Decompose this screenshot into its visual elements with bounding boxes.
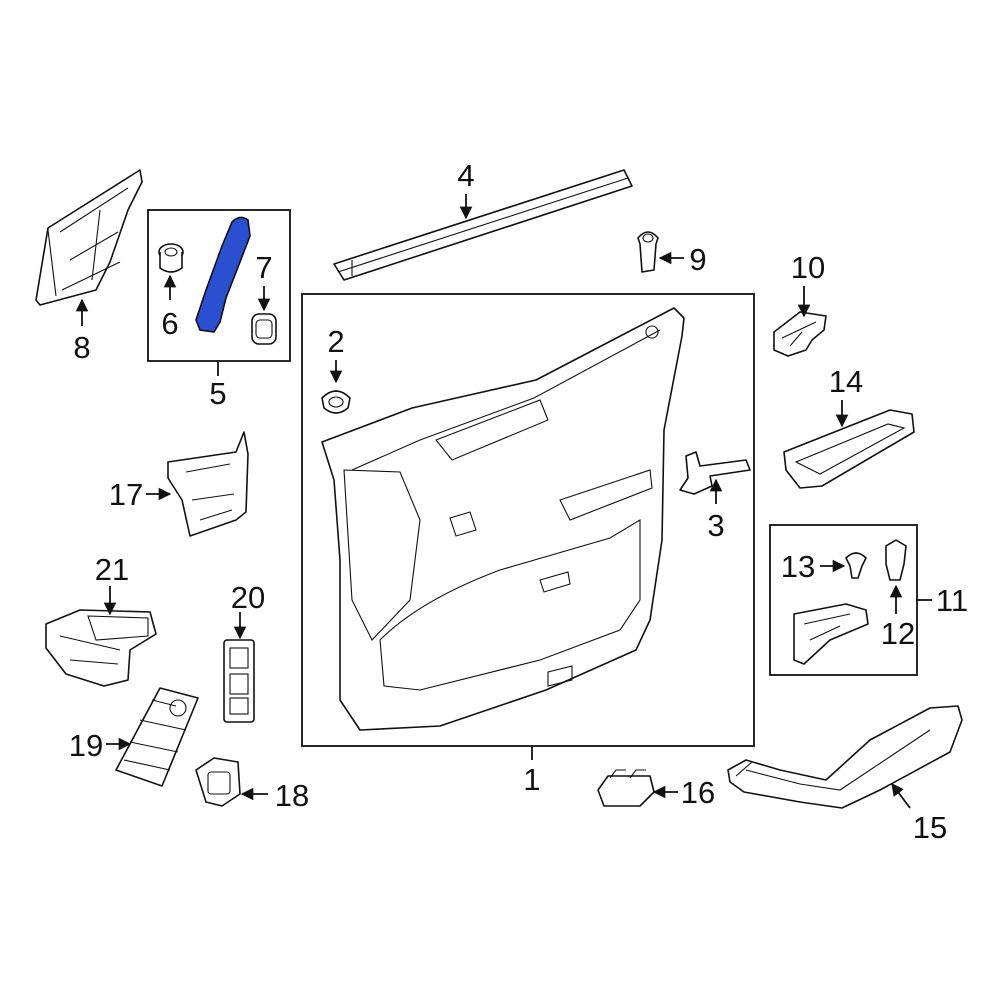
callout-4: 4 bbox=[457, 158, 474, 193]
callout-21: 21 bbox=[95, 552, 129, 587]
part-11-handle-cover[interactable] bbox=[793, 603, 869, 665]
callout-15: 15 bbox=[913, 810, 947, 845]
part-1-door-panel[interactable] bbox=[321, 307, 685, 731]
part-9-bolt[interactable] bbox=[637, 231, 659, 273]
callout-8: 8 bbox=[73, 330, 90, 365]
leader-15 bbox=[891, 782, 911, 809]
part-17-shield[interactable] bbox=[167, 431, 249, 537]
callout-9: 9 bbox=[689, 242, 706, 277]
part-13-screw[interactable] bbox=[845, 552, 867, 579]
part-18-single-switch[interactable] bbox=[195, 757, 241, 807]
callout-1: 1 bbox=[523, 762, 540, 797]
part-15-armrest[interactable] bbox=[727, 705, 963, 809]
part-5-pillar-trim-highlighted[interactable] bbox=[195, 216, 251, 333]
part-6-clip[interactable] bbox=[158, 243, 184, 273]
callout-12: 12 bbox=[881, 616, 915, 651]
callout-5: 5 bbox=[209, 376, 226, 411]
part-19-window-switch[interactable] bbox=[115, 687, 199, 787]
callout-7: 7 bbox=[255, 250, 272, 285]
callout-17: 17 bbox=[109, 477, 143, 512]
part-2-push-clip[interactable] bbox=[321, 390, 351, 414]
callout-10: 10 bbox=[791, 250, 825, 285]
part-3-bracket[interactable] bbox=[679, 451, 751, 495]
callout-11: 11 bbox=[936, 583, 968, 618]
callout-18: 18 bbox=[275, 778, 309, 813]
callout-19: 19 bbox=[69, 728, 103, 763]
part-7-cap[interactable] bbox=[251, 313, 277, 345]
part-12-clip[interactable] bbox=[885, 539, 907, 581]
part-20-switch-bezel[interactable] bbox=[223, 639, 255, 723]
group-box-1 bbox=[301, 293, 755, 747]
callout-3: 3 bbox=[707, 508, 724, 543]
callout-20: 20 bbox=[231, 580, 265, 615]
group-box-5 bbox=[147, 209, 291, 362]
callout-2: 2 bbox=[327, 324, 344, 359]
callout-14: 14 bbox=[829, 364, 863, 399]
part-8-mirror-trim[interactable] bbox=[35, 169, 143, 306]
part-14-bezel[interactable] bbox=[783, 409, 915, 489]
part-16-small-switch[interactable] bbox=[597, 769, 655, 807]
callout-13: 13 bbox=[781, 549, 815, 584]
part-10-bracket[interactable] bbox=[773, 311, 827, 357]
part-21-switch-housing[interactable] bbox=[45, 609, 157, 687]
callout-16: 16 bbox=[681, 775, 715, 810]
callout-6: 6 bbox=[161, 306, 178, 341]
part-4-weatherstrip[interactable] bbox=[333, 169, 633, 281]
